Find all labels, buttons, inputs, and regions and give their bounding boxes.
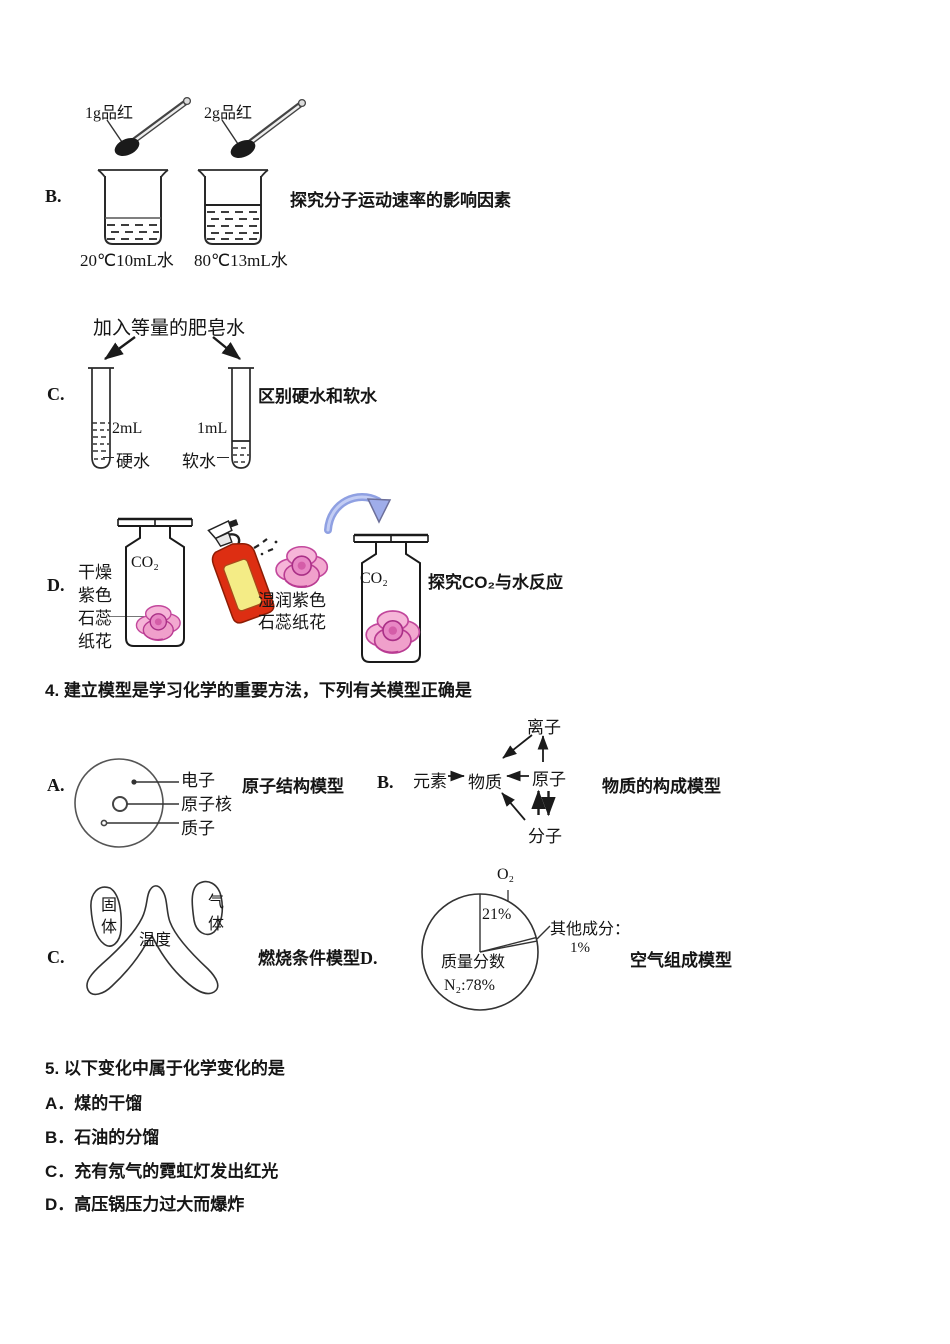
test-tube-diagram bbox=[88, 367, 114, 469]
soft-water-pointer-line bbox=[217, 457, 229, 458]
spoon-icon bbox=[221, 98, 307, 159]
node-element: 元素 bbox=[413, 772, 447, 791]
tube2-volume: 1mL bbox=[197, 420, 228, 437]
gas-bottle-diagram bbox=[117, 517, 193, 647]
spray-bottle-icon bbox=[188, 508, 292, 637]
nucleus-label: 原子核 bbox=[181, 795, 232, 814]
flower-icon bbox=[135, 605, 181, 641]
dry-flower-label-line: 纸花 bbox=[78, 632, 112, 651]
hard-water-pointer-line bbox=[103, 457, 114, 458]
pie-mass-fraction-label: 质量分数 bbox=[441, 954, 506, 971]
tube1-volume: 2mL bbox=[112, 420, 143, 437]
hard-water-label: 硬水 bbox=[116, 452, 150, 471]
q4-option-d-title: 空气组成模型 bbox=[630, 951, 732, 970]
soap-water-label: 加入等量的肥皂水 bbox=[93, 318, 246, 339]
spoon-icon bbox=[106, 96, 192, 157]
beaker1-caption: 20℃10mL水 bbox=[80, 251, 174, 270]
spoon1-label: 1g品红 bbox=[85, 105, 134, 122]
soft-water-label: 软水 bbox=[182, 452, 216, 471]
electron-label: 电子 bbox=[181, 771, 215, 790]
question-5-stem: 5. 以下变化中属于化学变化的是 bbox=[45, 1059, 285, 1078]
q5-option-b: B．石油的分馏 bbox=[45, 1128, 160, 1147]
q4-option-letter-c: C. bbox=[47, 947, 65, 967]
spoon2-label: 2g品红 bbox=[204, 105, 253, 122]
spray-droplets-icon bbox=[253, 538, 278, 556]
option-d-description: 探究CO₂与水反应 bbox=[428, 573, 564, 592]
dry-flower-label-line: 紫色 bbox=[78, 586, 112, 605]
q4-option-c-title-row: 燃烧条件模型D. bbox=[258, 944, 378, 969]
flower-icon bbox=[365, 610, 421, 654]
q4-option-c-title: 燃烧条件模型 bbox=[258, 949, 360, 968]
q4-option-letter-a: A. bbox=[47, 775, 65, 795]
pour-arrows bbox=[104, 336, 241, 360]
wet-flower-label: 湿润紫色 石蕊纸花 bbox=[258, 590, 326, 634]
atom-model-labels: 电子 原子核 质子 bbox=[181, 769, 232, 841]
question-4-stem: 4. 建立模型是学习化学的重要方法，下列有关模型正确是 bbox=[45, 681, 472, 700]
beaker-diagram bbox=[197, 169, 269, 245]
test-tube-diagram bbox=[228, 367, 254, 469]
wet-flower-label-line: 湿润紫色 bbox=[258, 591, 326, 610]
q4-option-b-title: 物质的构成模型 bbox=[602, 777, 721, 796]
q4-option-letter-b: B. bbox=[377, 772, 394, 792]
q4-option-letter-d: D. bbox=[360, 948, 378, 968]
q5-option-d: D．高压锅压力过大而爆炸 bbox=[45, 1195, 245, 1214]
node-ion: 离子 bbox=[527, 718, 561, 737]
option-b-description: 探究分子运动速率的影响因素 bbox=[290, 191, 511, 210]
pie-o2-label: O₂ bbox=[497, 866, 515, 883]
q5-option-c: C．充有氖气的霓虹灯发出红光 bbox=[45, 1162, 279, 1181]
beaker2-caption: 80℃13mL水 bbox=[194, 251, 288, 270]
beaker-diagram bbox=[97, 169, 169, 245]
matter-composition-arrows bbox=[448, 734, 556, 821]
combustion-model-diagram bbox=[86, 880, 224, 996]
gas-bottle-diagram bbox=[353, 533, 429, 663]
node-atom: 原子 bbox=[532, 770, 566, 789]
flower-icon bbox=[275, 545, 329, 589]
pie-other-percent: 1% bbox=[570, 940, 590, 956]
combustion-solid-label: 固体 bbox=[98, 896, 115, 940]
combustion-temp-label: 温度 bbox=[139, 932, 172, 949]
option-letter-d: D. bbox=[47, 575, 65, 595]
dry-flower-label: 干燥 紫色 石蕊 纸花 bbox=[78, 561, 112, 653]
node-molecule: 分子 bbox=[528, 827, 562, 846]
pie-n2-label: N₂:78% bbox=[444, 977, 495, 994]
matter-composition-diagram: 离子 元素 物质 原子 分子 bbox=[405, 705, 615, 846]
wet-flower-label-line: 石蕊纸花 bbox=[258, 613, 326, 632]
q5-option-a: A．煤的干馏 bbox=[45, 1094, 143, 1113]
air-pie-chart bbox=[421, 890, 551, 1011]
proton-label: 质子 bbox=[181, 819, 215, 838]
bottle2-gas-label: CO₂ bbox=[360, 570, 388, 587]
bottle1-gas-label: CO₂ bbox=[131, 554, 159, 571]
option-letter-b: B. bbox=[45, 186, 62, 206]
atom-model-diagram bbox=[74, 758, 179, 848]
pie-other-label: 其他成分： bbox=[550, 921, 631, 938]
q4-option-a-title: 原子结构模型 bbox=[242, 777, 344, 796]
dry-flower-label-line: 石蕊 bbox=[78, 609, 112, 628]
pie-o2-percent: 21% bbox=[482, 906, 512, 923]
transfer-arrow-icon bbox=[324, 493, 392, 534]
node-matter: 物质 bbox=[468, 773, 502, 792]
option-c-description: 区别硬水和软水 bbox=[258, 387, 377, 406]
dry-flower-label-line: 干燥 bbox=[78, 563, 112, 582]
combustion-gas-label: 气体 bbox=[205, 893, 222, 937]
option-letter-c: C. bbox=[47, 384, 65, 404]
